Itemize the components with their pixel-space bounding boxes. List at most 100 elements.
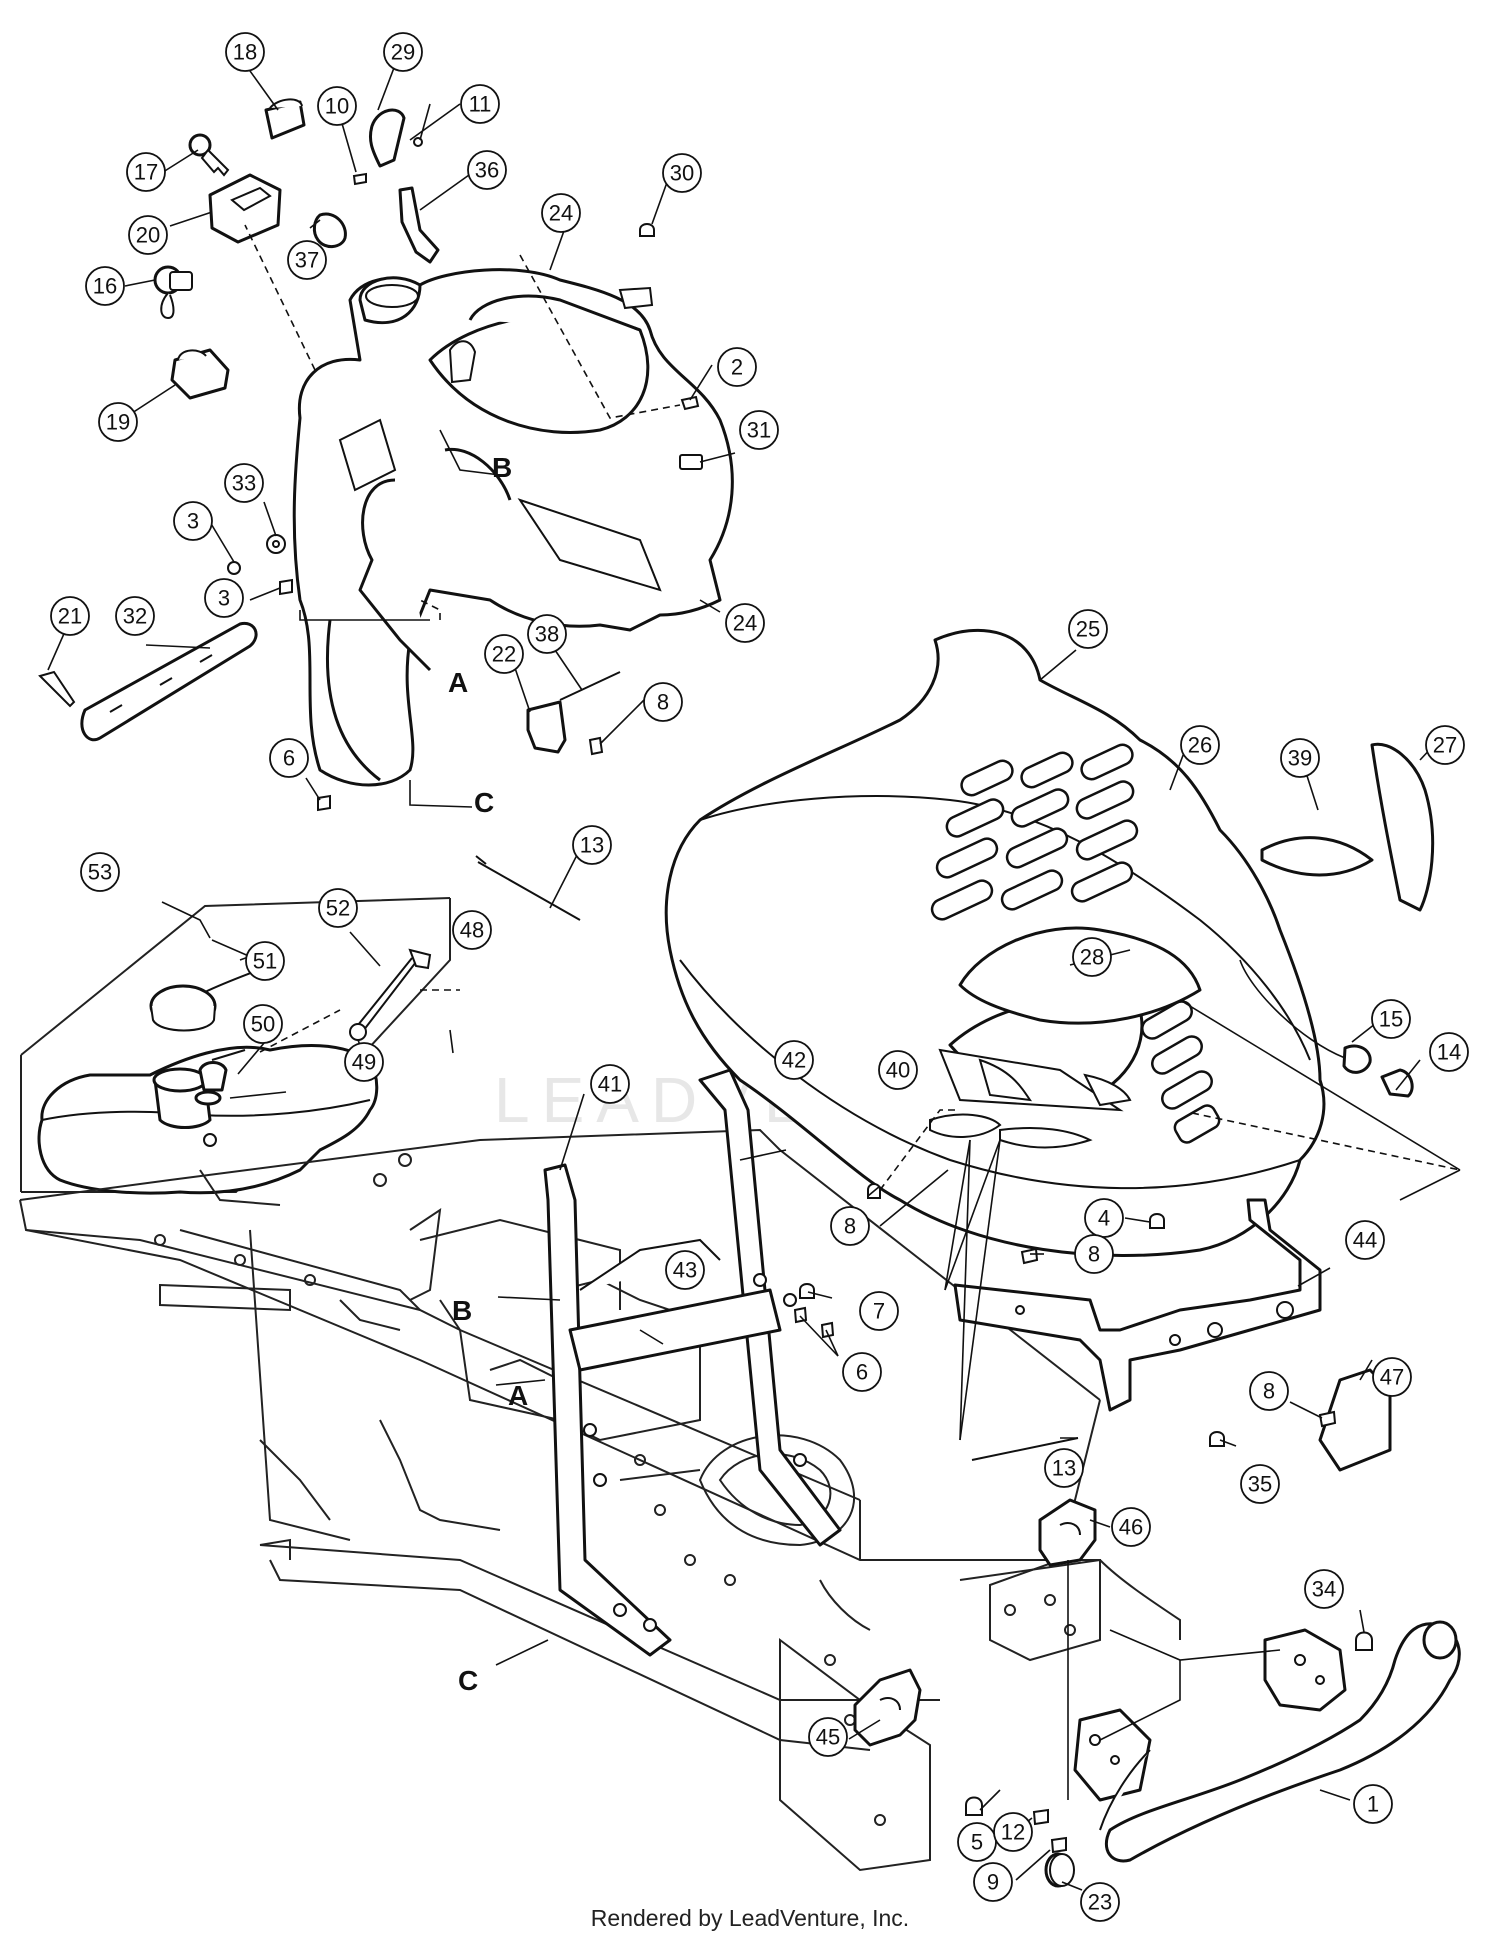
ref-letter-c-dash: C xyxy=(474,787,494,818)
callout-5: 5 xyxy=(957,1822,997,1862)
svg-text:38: 38 xyxy=(535,622,559,647)
callout-1: 1 xyxy=(1353,1784,1393,1824)
callout-34: 34 xyxy=(1304,1569,1344,1609)
svg-text:9: 9 xyxy=(987,1870,999,1895)
ref-letter-b-dash: B xyxy=(492,452,512,483)
svg-text:8: 8 xyxy=(1088,1242,1100,1267)
callout-7: 7 xyxy=(859,1291,899,1331)
callout-3-lower: 3 xyxy=(204,578,244,618)
callout-18: 18 xyxy=(225,32,265,72)
callout-26: 26 xyxy=(1180,725,1220,765)
ref-letter-a-frame: A xyxy=(508,1380,528,1411)
callout-21: 21 xyxy=(50,596,90,636)
svg-text:27: 27 xyxy=(1433,733,1457,758)
svg-text:36: 36 xyxy=(475,158,499,183)
svg-text:15: 15 xyxy=(1379,1007,1403,1032)
callout-12: 12 xyxy=(993,1812,1033,1852)
svg-text:52: 52 xyxy=(326,896,350,921)
callout-25: 25 xyxy=(1068,609,1108,649)
svg-text:25: 25 xyxy=(1076,617,1100,642)
svg-text:20: 20 xyxy=(136,223,160,248)
svg-text:44: 44 xyxy=(1353,1228,1377,1253)
svg-text:6: 6 xyxy=(856,1360,868,1385)
svg-text:49: 49 xyxy=(352,1050,376,1075)
svg-text:35: 35 xyxy=(1248,1472,1272,1497)
svg-text:19: 19 xyxy=(106,410,130,435)
svg-text:13: 13 xyxy=(1052,1456,1076,1481)
svg-text:30: 30 xyxy=(670,161,694,186)
callout-31: 31 xyxy=(739,410,779,450)
callout-14: 14 xyxy=(1429,1032,1469,1072)
callout-23: 23 xyxy=(1080,1882,1120,1922)
callout-38: 38 xyxy=(527,614,567,654)
callout-24-top: 24 xyxy=(541,193,581,233)
svg-text:10: 10 xyxy=(325,94,349,119)
callout-22: 22 xyxy=(484,634,524,674)
callout-19: 19 xyxy=(98,402,138,442)
callout-2: 2 xyxy=(717,347,757,387)
svg-text:33: 33 xyxy=(232,471,256,496)
callout-32: 32 xyxy=(115,596,155,636)
callout-48: 48 xyxy=(452,910,492,950)
callout-8-bracket-left: 8 xyxy=(1074,1234,1114,1274)
callout-33: 33 xyxy=(224,463,264,503)
svg-text:3: 3 xyxy=(218,586,230,611)
svg-text:8: 8 xyxy=(1263,1379,1275,1404)
svg-text:8: 8 xyxy=(844,1214,856,1239)
rendered-by-footer: Rendered by LeadVenture, Inc. xyxy=(590,1905,910,1931)
callout-45: 45 xyxy=(808,1717,848,1757)
svg-text:16: 16 xyxy=(93,274,117,299)
dash-supports xyxy=(543,1068,842,1657)
ref-letter-a-dash: A xyxy=(448,667,468,698)
hood-vents xyxy=(930,743,1221,1144)
callout-13-upper: 13 xyxy=(572,825,612,865)
svg-text:3: 3 xyxy=(187,509,199,534)
callout-13-lower: 13 xyxy=(1044,1448,1084,1488)
callout-8-upper: 8 xyxy=(643,682,683,722)
svg-text:8: 8 xyxy=(657,690,669,715)
svg-text:12: 12 xyxy=(1001,1820,1025,1845)
callout-3-upper: 3 xyxy=(173,501,213,541)
callout-28: 28 xyxy=(1072,937,1112,977)
callout-10: 10 xyxy=(317,86,357,126)
svg-text:18: 18 xyxy=(233,40,257,65)
svg-text:46: 46 xyxy=(1119,1515,1143,1540)
svg-text:45: 45 xyxy=(816,1725,840,1750)
svg-text:32: 32 xyxy=(123,604,147,629)
hood-bracket xyxy=(953,1198,1392,1472)
svg-text:5: 5 xyxy=(971,1830,983,1855)
svg-text:24: 24 xyxy=(549,201,573,226)
callout-20: 20 xyxy=(128,215,168,255)
svg-text:47: 47 xyxy=(1380,1365,1404,1390)
callout-15: 15 xyxy=(1371,999,1411,1039)
callout-35: 35 xyxy=(1240,1464,1280,1504)
callout-46: 46 xyxy=(1111,1507,1151,1547)
callout-29: 29 xyxy=(383,32,423,72)
svg-text:21: 21 xyxy=(58,604,82,629)
svg-text:42: 42 xyxy=(782,1048,806,1073)
callout-8-bracket-right: 8 xyxy=(1249,1371,1289,1411)
callout-51: 51 xyxy=(245,941,285,981)
callout-6-lower: 6 xyxy=(842,1352,882,1392)
callout-17: 17 xyxy=(126,152,166,192)
callout-16: 16 xyxy=(85,266,125,306)
svg-text:37: 37 xyxy=(295,248,319,273)
svg-text:34: 34 xyxy=(1312,1577,1336,1602)
small-parts xyxy=(38,98,1435,1199)
callout-9: 9 xyxy=(973,1862,1013,1902)
callout-4: 4 xyxy=(1084,1198,1124,1238)
svg-text:14: 14 xyxy=(1437,1040,1461,1065)
callout-49: 49 xyxy=(344,1042,384,1082)
callout-43: 43 xyxy=(665,1250,705,1290)
svg-text:51: 51 xyxy=(253,949,277,974)
callout-41: 41 xyxy=(590,1064,630,1104)
svg-text:22: 22 xyxy=(492,642,516,667)
svg-text:17: 17 xyxy=(134,160,158,185)
svg-text:11: 11 xyxy=(469,92,492,117)
svg-text:48: 48 xyxy=(460,918,484,943)
callout-36: 36 xyxy=(467,150,507,190)
callout-53: 53 xyxy=(80,852,120,892)
svg-text:31: 31 xyxy=(747,418,771,443)
svg-text:41: 41 xyxy=(598,1072,622,1097)
